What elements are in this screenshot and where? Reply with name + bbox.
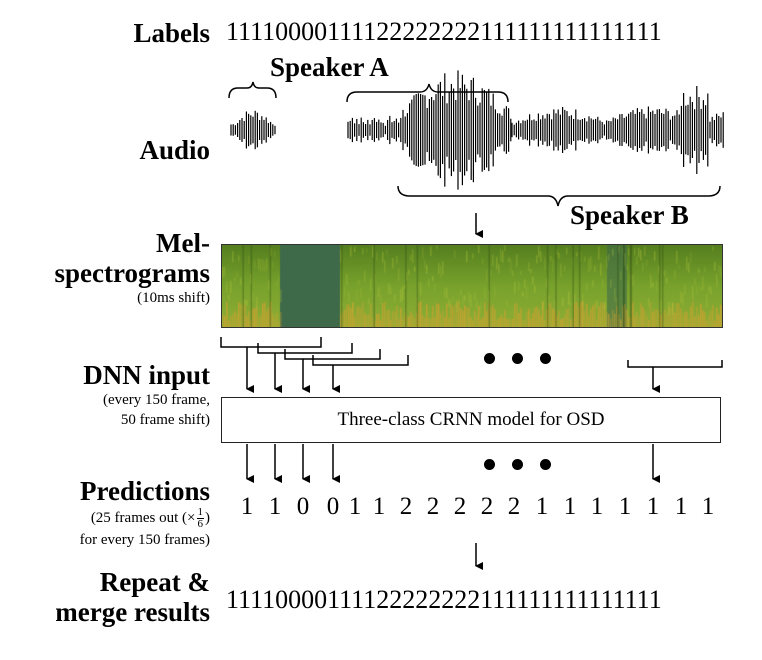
predictions-note-line2: for every 150 frames) [79,532,210,549]
speaker-b-brace [397,185,721,207]
prediction-digit: 1 [240,493,254,520]
fraction-numerator: 1 [196,506,204,520]
merge-title-line1: Repeat & [99,567,210,597]
arrows-out-of-model [246,444,660,483]
ellipsis-dot [540,353,551,364]
merge-title: Repeat & merge results [55,567,210,627]
mel-spectrogram [221,244,723,328]
dnn-title: DNN input (every 150 frame, 50 frame shi… [83,360,210,430]
labels-sequence: 11110000111122222222111111111111111 [226,17,662,46]
audio-waveform [230,70,724,190]
prediction-digit: 1 [674,493,688,520]
crnn-model-box: Three-class CRNN model for OSD [221,397,721,443]
prediction-digit: 1 [646,493,660,520]
ellipsis-dot [512,459,523,470]
ellipsis-dot [512,353,523,364]
prediction-digit: 1 [701,493,715,520]
merged-sequence: 11110000111122222222111111111111111 [226,585,662,614]
arrows-into-model [246,347,660,393]
audio-title: Audio [139,135,210,165]
prediction-digit: 1 [590,493,604,520]
ellipsis-dot [540,459,551,470]
merge-title-line2: merge results [55,597,210,627]
mel-note: (10ms shift) [137,290,210,306]
speaker-a-label: Speaker A [270,52,389,82]
prediction-digit: 1 [563,493,577,520]
labels-title: Labels [133,18,210,48]
prediction-digit: 2 [426,493,440,520]
mel-title: Mel- spectrograms (10ms shift) [55,228,210,308]
prediction-digit: 0 [326,493,340,520]
prediction-digit: 1 [348,493,362,520]
prediction-digit: 2 [480,493,494,520]
dnn-note-line1: (every 150 frame, [102,392,210,408]
ellipsis-dot [484,353,495,364]
fraction-denominator: 6 [197,518,204,531]
speaker-a-brace-small [228,81,277,99]
prediction-digit: 2 [399,493,413,520]
prediction-digit: 1 [618,493,632,520]
predictions-title-text: Predictions [80,476,210,506]
mel-title-line1: Mel- [156,228,210,258]
speaker-a-brace-large [346,83,509,103]
predictions-note-suffix: ) [205,510,210,526]
speaker-b-label: Speaker B [570,200,689,230]
dnn-note-line2: 50 frame shift) [120,412,210,428]
model-label: Three-class CRNN model for OSD [337,409,605,430]
dnn-title-text: DNN input [83,360,210,390]
predictions-note-prefix: (25 frames out (× [90,510,196,526]
mel-title-line2: spectrograms [54,258,210,288]
window-brackets [220,337,723,368]
prediction-digit: 0 [296,493,310,520]
prediction-digit: 1 [535,493,549,520]
prediction-digit: 2 [453,493,467,520]
prediction-digit: 1 [372,493,386,520]
ellipsis-dot [484,459,495,470]
prediction-digit: 1 [268,493,282,520]
prediction-digit: 2 [507,493,521,520]
